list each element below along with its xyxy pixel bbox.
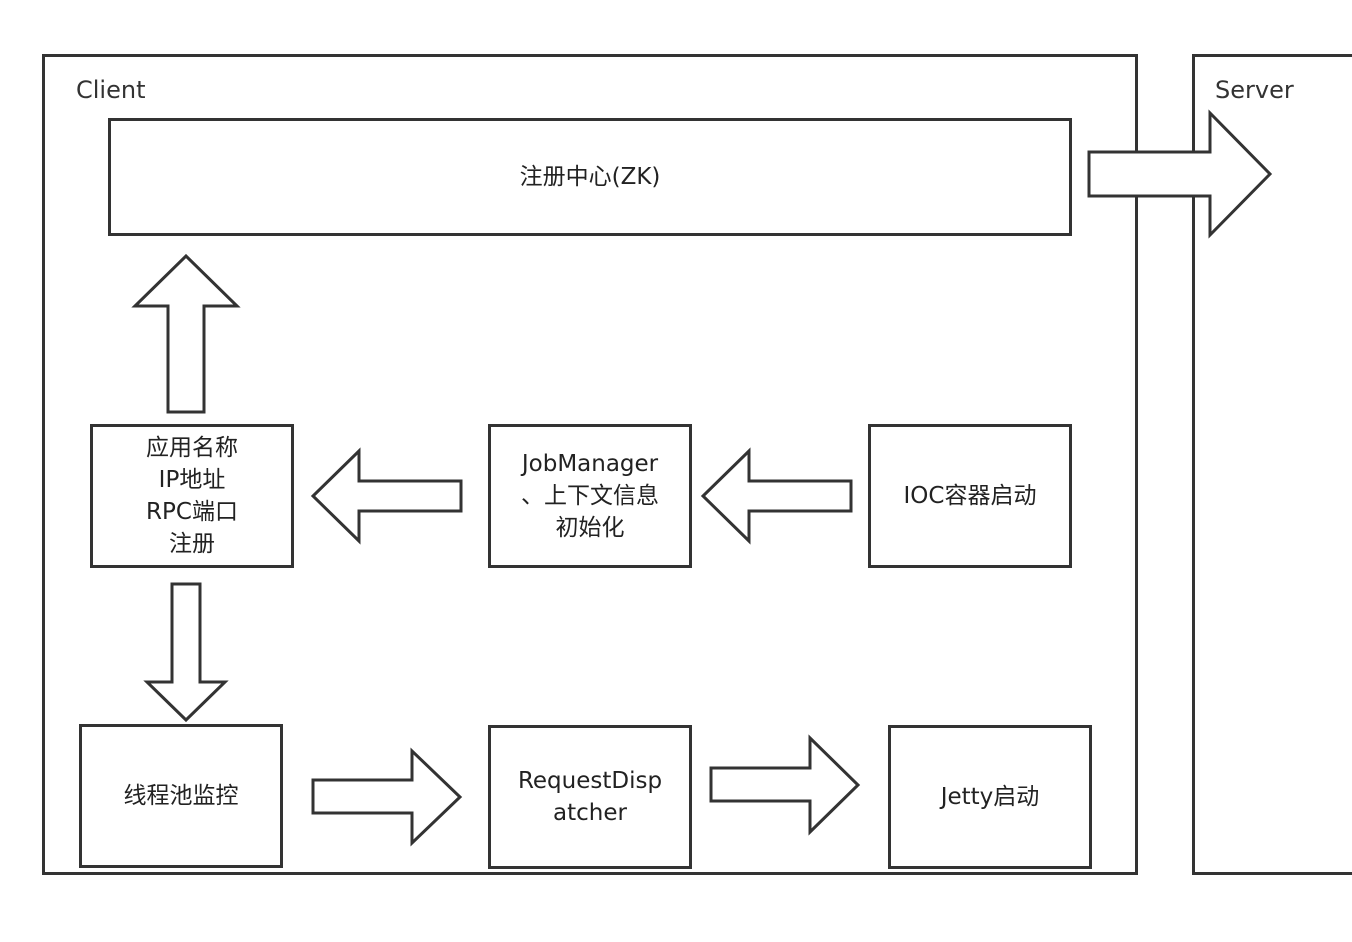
server-container: Server bbox=[1192, 54, 1352, 875]
dispatcher-text-2: atcher bbox=[553, 800, 627, 826]
register-text-1: 应用名称 bbox=[146, 435, 238, 461]
registry-text-1: 注册中心(ZK) bbox=[519, 164, 661, 190]
registry-node: 注册中心(ZK) bbox=[108, 118, 1072, 236]
register-node: 应用名称 IP地址 RPC端口 注册 bbox=[90, 424, 294, 568]
ioc-node: IOC容器启动 bbox=[868, 424, 1072, 568]
register-text-3: RPC端口 bbox=[146, 499, 238, 525]
job-manager-text-3: 初始化 bbox=[555, 515, 625, 541]
thread-pool-text-1: 线程池监控 bbox=[123, 783, 239, 809]
ioc-text-1: IOC容器启动 bbox=[903, 483, 1037, 509]
jetty-text-1: Jetty启动 bbox=[940, 784, 1040, 810]
dispatcher-text-1: RequestDisp bbox=[517, 768, 663, 794]
dispatcher-node: RequestDisp atcher bbox=[488, 725, 692, 869]
client-label: Client bbox=[76, 76, 146, 104]
jetty-node: Jetty启动 bbox=[888, 725, 1092, 869]
register-text-4: 注册 bbox=[169, 531, 215, 557]
register-text-2: IP地址 bbox=[158, 467, 226, 493]
server-label: Server bbox=[1215, 76, 1294, 104]
job-manager-text-1: JobManager bbox=[521, 451, 659, 477]
job-manager-node: JobManager 、上下文信息 初始化 bbox=[488, 424, 692, 568]
job-manager-text-2: 、上下文信息 bbox=[521, 483, 659, 509]
thread-pool-node: 线程池监控 bbox=[79, 724, 283, 868]
